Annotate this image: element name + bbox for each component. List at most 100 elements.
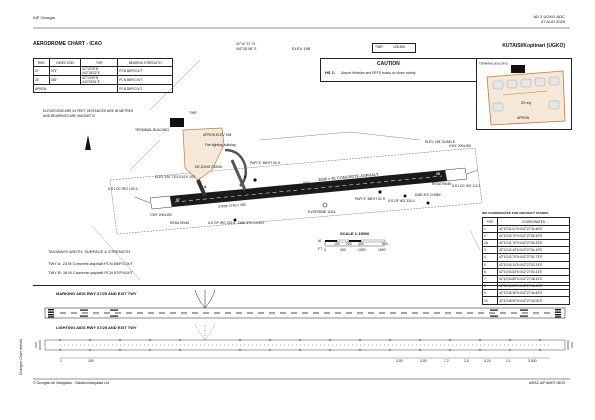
dvor-label: DVOR/DME 115.6 — [308, 210, 336, 214]
twy-b-label: B — [244, 175, 247, 179]
rwy-25-number: 25 — [436, 172, 440, 176]
dme-07-label: DME IRO CH30X — [238, 221, 265, 225]
service-road — [129, 59, 421, 171]
dim-label: 7.2 — [444, 359, 449, 363]
marking-aids-title: MARKING AIDS RWY 07/25 AND EXIT TWY — [56, 291, 137, 296]
deicing-loop — [224, 148, 248, 187]
ils-loc-25-label: ILS LOC IKS 110.1 — [452, 184, 481, 188]
clearway-25 — [444, 167, 468, 182]
table-cell: 42°10'43.53"N 042°27'50.33"E — [497, 267, 570, 276]
deicing-label: DE-ICING STAND — [195, 165, 223, 169]
aerodrome-elevation: ELEV 198' — [292, 46, 311, 51]
north-arrow-icon — [85, 135, 91, 150]
ils-loc-07-label: ILS LOC IRO 109.3 — [108, 187, 138, 191]
scale-tick: 100 — [334, 242, 340, 246]
twr-object-label: TWR — [189, 111, 197, 115]
inset-apron-label: APRON — [517, 116, 530, 120]
papi-25-icon — [378, 190, 382, 194]
apron-elev-label: APRON ELEV 196' — [203, 133, 232, 137]
scale-tick: 0 — [324, 242, 326, 246]
twr-label: TWR — [375, 45, 383, 49]
twy-a-label: A — [204, 185, 207, 189]
scale-bar — [325, 239, 386, 247]
ils-gp-07-icon — [233, 218, 237, 222]
ils-loc-07-leader — [134, 196, 151, 204]
units-note-line1: ELEVATIONS ARE IN FEET, DISTANCES ARE IN… — [43, 109, 134, 113]
ils-loc-25-leader — [466, 169, 479, 175]
table-cell: 42°10'44.20"N 042°27'46.45"E — [497, 282, 570, 291]
scale-tick-ft: FT — [318, 247, 323, 251]
dme-25-label: DME IKS CH38X — [415, 193, 441, 197]
stands-table-wrapper: INS COORDINATES FOR AIRCRAFT STANDS POS … — [482, 211, 572, 305]
inset-terminal-label: TERMINAL BUILDING — [479, 62, 508, 66]
ils-gp-07-label: ILS GP IRO 332.6 — [208, 221, 236, 225]
marking-exit-taxiway — [194, 289, 216, 309]
lighting-runway — [44, 339, 566, 351]
units-note-line2: AND BEARINGS ARE MAGNETIC. — [43, 114, 97, 118]
taxiway-b — [230, 159, 247, 191]
caution-box: CAUTION HS 1: Airport Vehicles and RFFS … — [320, 58, 477, 82]
dme-25-icon — [426, 201, 430, 205]
approach-lights-25 — [567, 340, 573, 350]
table-row: 07 073° 42°10'20"N 042°28'02"E PCN 85/F/… — [33, 66, 173, 76]
cwy-07-label: CWY 200x150 — [150, 213, 172, 217]
rwy-07-number: 07 — [176, 198, 180, 202]
caution-title: CAUTION — [377, 61, 400, 67]
cwy-25-label: CWY 200x150 — [449, 144, 471, 148]
page-id: AD 2.UGKO-ADC — [533, 14, 565, 19]
runway-centerline — [174, 175, 443, 203]
fire-building-label: Fire-fighting building — [205, 143, 236, 147]
dim-label: 3.24 — [484, 359, 491, 363]
scale-title: SCALE 1:15000 — [340, 231, 370, 236]
dim-label: 3.000 — [528, 359, 537, 363]
scale-tick: 200 — [346, 242, 352, 246]
scale-tick: 300 — [358, 242, 364, 246]
footer-amdt: AIRAC AIP AMDT 08/25 — [528, 381, 565, 385]
ils-gp-25-icon — [403, 194, 407, 198]
inset-area-label: 20 eq — [521, 100, 532, 105]
table-row: APRON PCN 85/F/C/X/T — [32, 84, 173, 93]
resa-25-label: RESA 90x45 — [432, 182, 452, 186]
threshold-bars-25 — [555, 309, 561, 318]
publisher: AIP Georgia — [33, 15, 55, 20]
ils-gp-25-label: ILS GP IKS 334.4 — [388, 199, 415, 203]
scale-tick: 1500 — [378, 248, 386, 252]
elev-25-label: ELEV 198' GUND 8' — [425, 140, 456, 144]
terminal-label: TERMINAL BUILDING — [135, 128, 169, 132]
twy-notes-title: TAXIWAYS WIDTH, SURFACE & STRENGTH — [48, 249, 131, 254]
clearway-07 — [149, 195, 173, 210]
aids-frame — [33, 285, 570, 378]
table-cell: 42°10'43.14"N 042°27'52.24"E — [497, 260, 570, 269]
dim-label: 1 — [60, 359, 62, 363]
terminal-building — [170, 118, 184, 127]
dvor-icon — [322, 202, 328, 208]
twy-a-note: TWY A: 23 M Concrete-asphalt PCN 85/F/C/… — [48, 261, 134, 266]
runway-strip — [109, 147, 483, 235]
dim-label: 100 — [88, 359, 94, 363]
apron-area — [182, 127, 225, 181]
caution-text: Airport Vehicles and RFFS trucks on clos… — [341, 70, 416, 75]
table-cell: APRON — [32, 84, 119, 93]
approach-lights-07 — [35, 340, 41, 350]
scale-tick-m: M — [318, 239, 321, 243]
touchdown-marks — [80, 309, 528, 317]
scale-tick: 0 — [324, 248, 326, 252]
table-cell: 42°10'43.85"N 042°27'48.43"E — [497, 274, 570, 284]
dim-label: 3.00 — [396, 359, 403, 363]
dim-label: 1.1 — [506, 359, 511, 363]
runway-07-25 — [170, 170, 447, 207]
table-cell: 42°10'42.79"N 042°27'52.73"E — [497, 253, 570, 262]
arp-lon: 042°28' 58" E — [236, 47, 257, 51]
scale-tick: 300 — [340, 248, 346, 252]
airport-name: KUTAISI/Kopitnari (UGKO) — [502, 43, 565, 49]
taxiway-a — [196, 179, 207, 197]
threshold-bars-07 — [48, 309, 54, 318]
table-cell: 42°10'45.90"N 042°27'43.06"E — [497, 296, 570, 305]
